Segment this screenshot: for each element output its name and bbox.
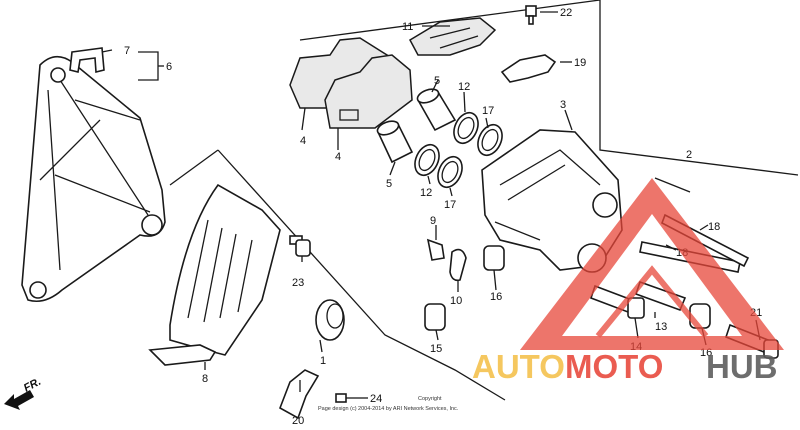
piston-seal-upper-part xyxy=(453,111,479,145)
callout-8: 8 xyxy=(202,373,208,385)
callout-6: 6 xyxy=(166,61,172,73)
plate-19-part xyxy=(500,54,557,83)
callout-13: 13 xyxy=(655,321,667,333)
front-direction-indicator: FR. xyxy=(4,376,43,410)
callout-5-upper: 5 xyxy=(434,75,440,87)
callout-5-lower: 5 xyxy=(386,178,392,190)
callout-16-upper: 16 xyxy=(490,291,502,303)
screw-24-part xyxy=(335,393,356,403)
copyright-line-2: Page design (c) 2004-2014 by ARI Network… xyxy=(318,406,459,412)
callout-10: 10 xyxy=(450,295,462,307)
callout-18-upper: 18 xyxy=(708,221,720,233)
callout-15: 15 xyxy=(430,343,442,355)
dust-seal-lower-part xyxy=(437,155,463,189)
callout-2: 2 xyxy=(686,149,692,161)
arrow-left-icon xyxy=(4,390,34,410)
callout-4-upper: 4 xyxy=(300,135,306,147)
callout-24: 24 xyxy=(370,393,382,405)
direction-label: FR. xyxy=(22,376,43,395)
callout-9: 9 xyxy=(430,215,436,227)
callout-23: 23 xyxy=(292,277,304,289)
callout-19: 19 xyxy=(574,57,586,69)
disc-cover-part xyxy=(148,183,281,366)
brake-pads-part xyxy=(289,37,413,129)
bushing-1-part xyxy=(315,299,345,341)
automotohub-watermark-logo: AUTO MOTO HUB xyxy=(472,178,784,385)
watermark-triangle xyxy=(520,178,784,350)
bolt-23-part xyxy=(289,235,311,257)
piston-lower-part xyxy=(376,120,414,164)
callout-1: 1 xyxy=(320,355,326,367)
assembly-outline-left xyxy=(169,149,219,186)
bracket-20-part xyxy=(279,369,320,420)
dust-seal-upper-part xyxy=(477,123,503,157)
boot-15-part xyxy=(424,303,446,331)
callout-22: 22 xyxy=(560,7,572,19)
callout-12-lower: 12 xyxy=(420,187,432,199)
callout-20: 20 xyxy=(292,415,304,427)
callout-12-upper: 12 xyxy=(458,81,470,93)
bleeder-valve-part xyxy=(426,238,445,261)
callout-17-upper: 17 xyxy=(482,105,494,117)
callout-7: 7 xyxy=(124,45,130,57)
pad-clip-part xyxy=(69,47,105,74)
pad-spring-part xyxy=(409,17,497,56)
callout-4-lower: 4 xyxy=(335,151,341,163)
caliper-bracket-part xyxy=(21,55,166,303)
piston-upper-part xyxy=(416,88,457,132)
bolt-22-part xyxy=(525,5,537,25)
watermark-part-auto: AUTO xyxy=(472,348,565,385)
copyright-line-1: Copyright xyxy=(418,396,442,402)
callout-11: 11 xyxy=(402,21,413,33)
watermark-part-moto: MOTO xyxy=(565,348,663,385)
piston-seal-lower-part xyxy=(414,143,440,177)
callout-3: 3 xyxy=(560,99,566,111)
assembly-outline-caliper xyxy=(299,0,799,176)
watermark-part-hub: HUB xyxy=(706,348,778,385)
boot-16-upper-part xyxy=(483,245,505,271)
bleeder-cap-part xyxy=(449,248,467,282)
callout-17-lower: 17 xyxy=(444,199,456,211)
